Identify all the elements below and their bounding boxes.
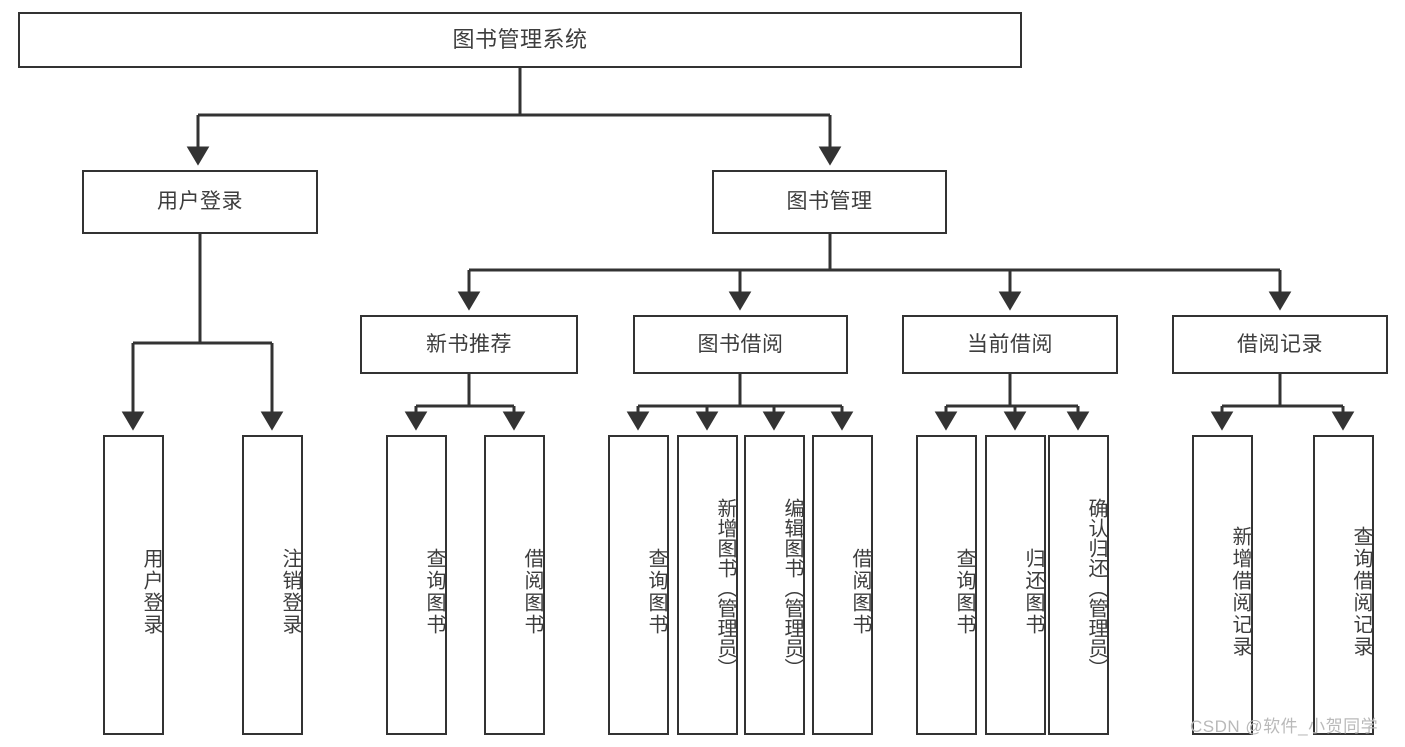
csdn-watermark: CSDN @软件_小贺同学 [1190, 717, 1379, 736]
node-leaf-query-record[interactable]: 查询借阅记录 [1313, 435, 1374, 735]
node-leaf-query-book-1[interactable]: 查询图书 [386, 435, 447, 735]
node-leaf-add-book[interactable]: 新增图书（管理员） [677, 435, 738, 735]
node-leaf-query-book-2[interactable]: 查询图书 [608, 435, 669, 735]
node-leaf-borrow-book-2[interactable]: 借阅图书 [812, 435, 873, 735]
node-leaf-user-login[interactable]: 用户登录 [103, 435, 164, 735]
node-leaf-logout-login[interactable]: 注销登录 [242, 435, 303, 735]
node-leaf-query-book-3[interactable]: 查询图书 [916, 435, 977, 735]
node-book-borrow[interactable]: 图书借阅 [633, 315, 848, 374]
node-current-borrow[interactable]: 当前借阅 [902, 315, 1118, 374]
node-leaf-edit-book[interactable]: 编辑图书（管理员） [744, 435, 805, 735]
node-leaf-confirm-return[interactable]: 确认归还（管理员） [1048, 435, 1109, 735]
node-leaf-return-book[interactable]: 归还图书 [985, 435, 1046, 735]
node-new-book-recommend[interactable]: 新书推荐 [360, 315, 578, 374]
node-book-management[interactable]: 图书管理 [712, 170, 947, 234]
node-user-login[interactable]: 用户登录 [82, 170, 318, 234]
node-borrow-record[interactable]: 借阅记录 [1172, 315, 1388, 374]
node-leaf-borrow-book-1[interactable]: 借阅图书 [484, 435, 545, 735]
node-root[interactable]: 图书管理系统 [18, 12, 1022, 68]
node-leaf-add-record[interactable]: 新增借阅记录 [1192, 435, 1253, 735]
